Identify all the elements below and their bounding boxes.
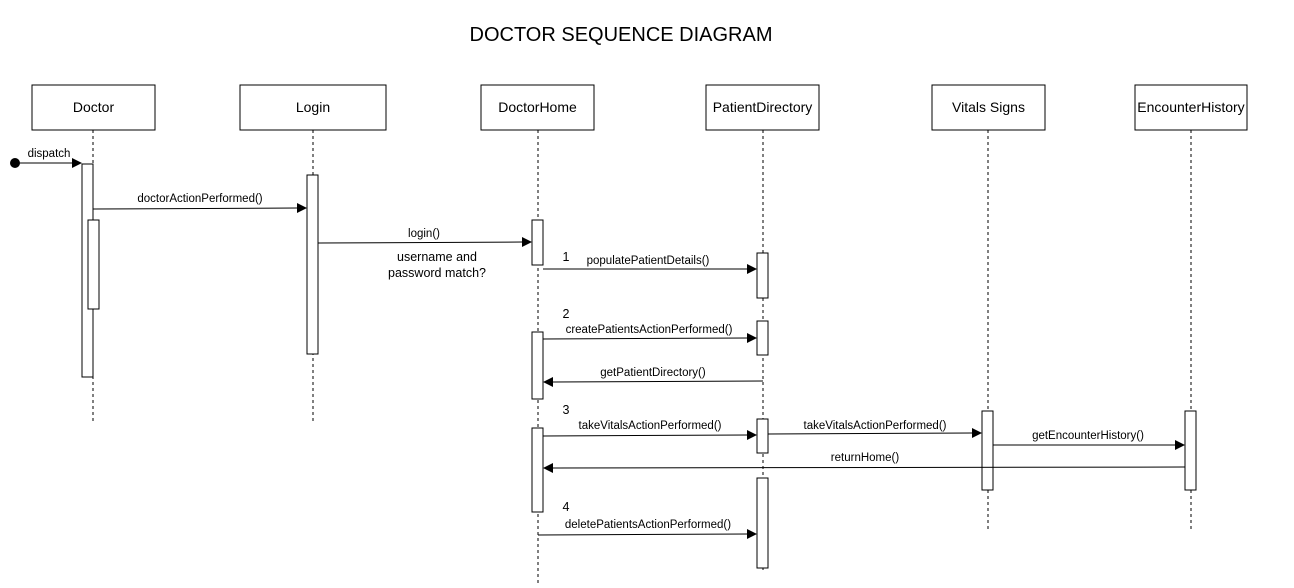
note-line-1: username and xyxy=(397,250,477,264)
note-line-2: password match? xyxy=(388,266,486,280)
step-label-4: 4 xyxy=(563,500,570,514)
message-dispatch: dispatch xyxy=(10,148,82,168)
message-get-directory: getPatientDirectory() xyxy=(543,367,764,387)
diagram-title: DOCTOR SEQUENCE DIAGRAM xyxy=(470,24,773,46)
actor-patientdirectory: PatientDirectory xyxy=(705,84,820,131)
message-login: login() xyxy=(317,228,532,247)
message-label-login: login() xyxy=(408,228,440,240)
activation-patientdirectory-3 xyxy=(756,418,769,454)
message-label-doctor-action: doctorActionPerformed() xyxy=(137,193,262,205)
actor-label-doctor: Doctor xyxy=(73,99,115,115)
activation-doctorhome-3 xyxy=(531,427,544,513)
activation-patientdirectory-2 xyxy=(756,320,769,356)
actor-vitals: Vitals Signs xyxy=(931,84,1046,131)
message-label-take-vitals-2: takeVitalsActionPerformed() xyxy=(804,420,947,432)
message-return-home: returnHome() xyxy=(543,452,1186,473)
message-label-take-vitals-1: takeVitalsActionPerformed() xyxy=(579,420,722,432)
activation-doctorhome-2 xyxy=(531,331,544,400)
actor-label-login: Login xyxy=(296,99,330,115)
actor-doctor: Doctor xyxy=(31,84,156,131)
activation-doctorhome-1 xyxy=(531,219,544,266)
actor-encounter: EncounterHistory xyxy=(1134,84,1248,131)
message-take-vitals-2: takeVitalsActionPerformed() xyxy=(767,420,982,438)
actor-label-patientdirectory: PatientDirectory xyxy=(713,99,813,115)
actor-label-doctorhome: DoctorHome xyxy=(498,99,577,115)
message-label-return-home: returnHome() xyxy=(831,452,900,464)
activation-vitals xyxy=(981,410,994,491)
note-username-password: username and password match? xyxy=(388,250,486,280)
message-populate: populatePatientDetails() xyxy=(543,255,757,274)
actor-login: Login xyxy=(239,84,387,131)
message-label-get-encounter: getEncounterHistory() xyxy=(1032,430,1144,442)
step-label-1: 1 xyxy=(563,250,570,264)
message-label-populate: populatePatientDetails() xyxy=(587,255,710,267)
message-get-encounter: getEncounterHistory() xyxy=(993,430,1185,450)
message-label-get-directory: getPatientDirectory() xyxy=(600,367,706,379)
activation-patientdirectory-1 xyxy=(756,252,769,299)
actor-doctorhome: DoctorHome xyxy=(480,84,595,131)
activation-patientdirectory-4 xyxy=(756,477,769,569)
message-create-patients: createPatientsActionPerformed() xyxy=(542,324,757,343)
message-label-delete-patients: deletePatientsActionPerformed() xyxy=(565,519,731,531)
message-take-vitals-1: takeVitalsActionPerformed() xyxy=(542,420,757,440)
step-label-2: 2 xyxy=(563,307,570,321)
activation-login xyxy=(306,174,319,355)
message-doctor-action: doctorActionPerformed() xyxy=(92,193,307,213)
activation-doctor-2 xyxy=(87,219,100,310)
activation-encounter xyxy=(1184,410,1197,491)
message-label-dispatch: dispatch xyxy=(28,148,71,160)
message-label-create-patients: createPatientsActionPerformed() xyxy=(566,324,733,336)
step-label-3: 3 xyxy=(563,403,570,417)
actor-label-encounter: EncounterHistory xyxy=(1137,99,1244,115)
actor-label-vitals: Vitals Signs xyxy=(952,99,1025,115)
message-delete-patients: deletePatientsActionPerformed() xyxy=(537,519,757,539)
